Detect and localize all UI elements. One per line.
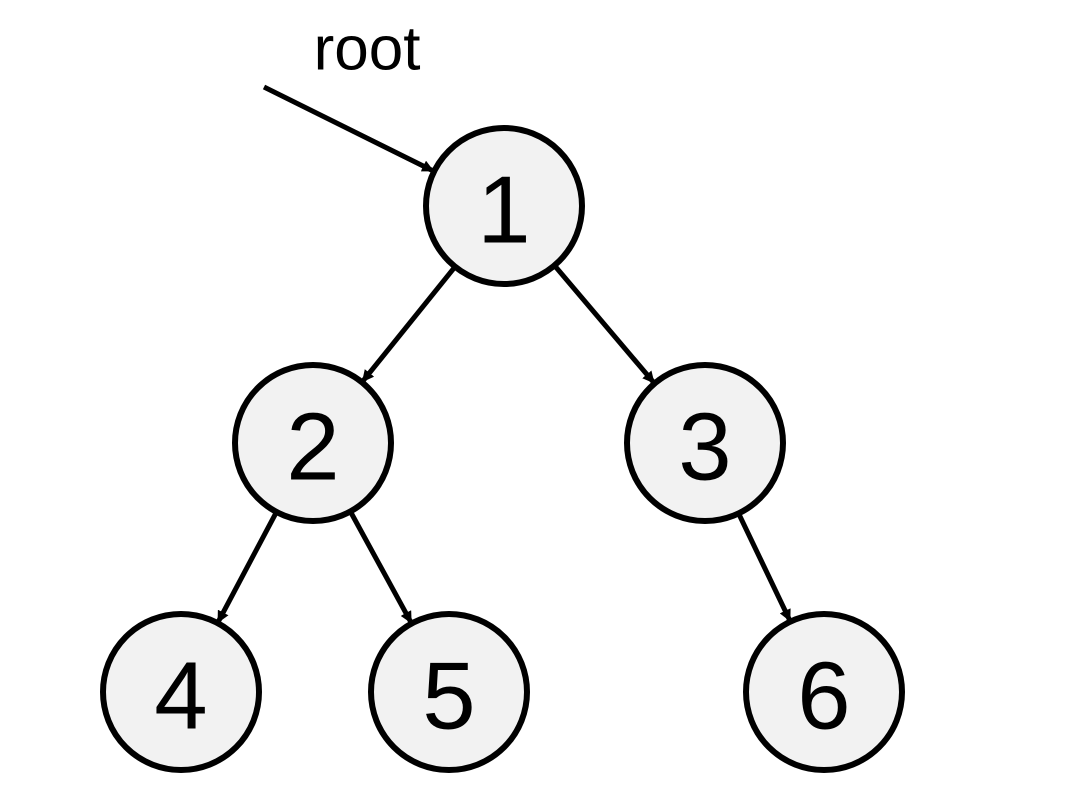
node-circle — [100, 611, 262, 773]
root-pointer-arrow — [262, 84, 435, 173]
node-label: 5 — [422, 643, 475, 750]
tree-node-2: 2 — [232, 362, 394, 524]
node-circle — [743, 611, 905, 773]
node-label: 4 — [154, 643, 207, 750]
edge-n2-n4 — [216, 510, 279, 624]
edge-n3-n6 — [736, 512, 792, 622]
node-label: 6 — [797, 643, 850, 750]
root-label: root — [314, 15, 421, 84]
tree-node-5: 5 — [368, 611, 530, 773]
node-label: 2 — [286, 394, 339, 501]
tree-node-4: 4 — [100, 611, 262, 773]
tree-node-1: 1 — [423, 125, 585, 287]
tree-node-3: 3 — [624, 362, 786, 524]
node-circle — [232, 362, 394, 524]
edges-layer — [216, 263, 792, 624]
node-label: 1 — [477, 157, 530, 264]
edge-n1-n2 — [361, 265, 458, 383]
nodes-layer: 1 2 3 4 5 6 — [100, 125, 905, 773]
tree-node-6: 6 — [743, 611, 905, 773]
node-circle — [423, 125, 585, 287]
node-label: 3 — [678, 394, 731, 501]
edge-n2-n5 — [348, 510, 413, 624]
node-circle — [624, 362, 786, 524]
edge-n1-n3 — [552, 263, 656, 384]
node-circle — [368, 611, 530, 773]
